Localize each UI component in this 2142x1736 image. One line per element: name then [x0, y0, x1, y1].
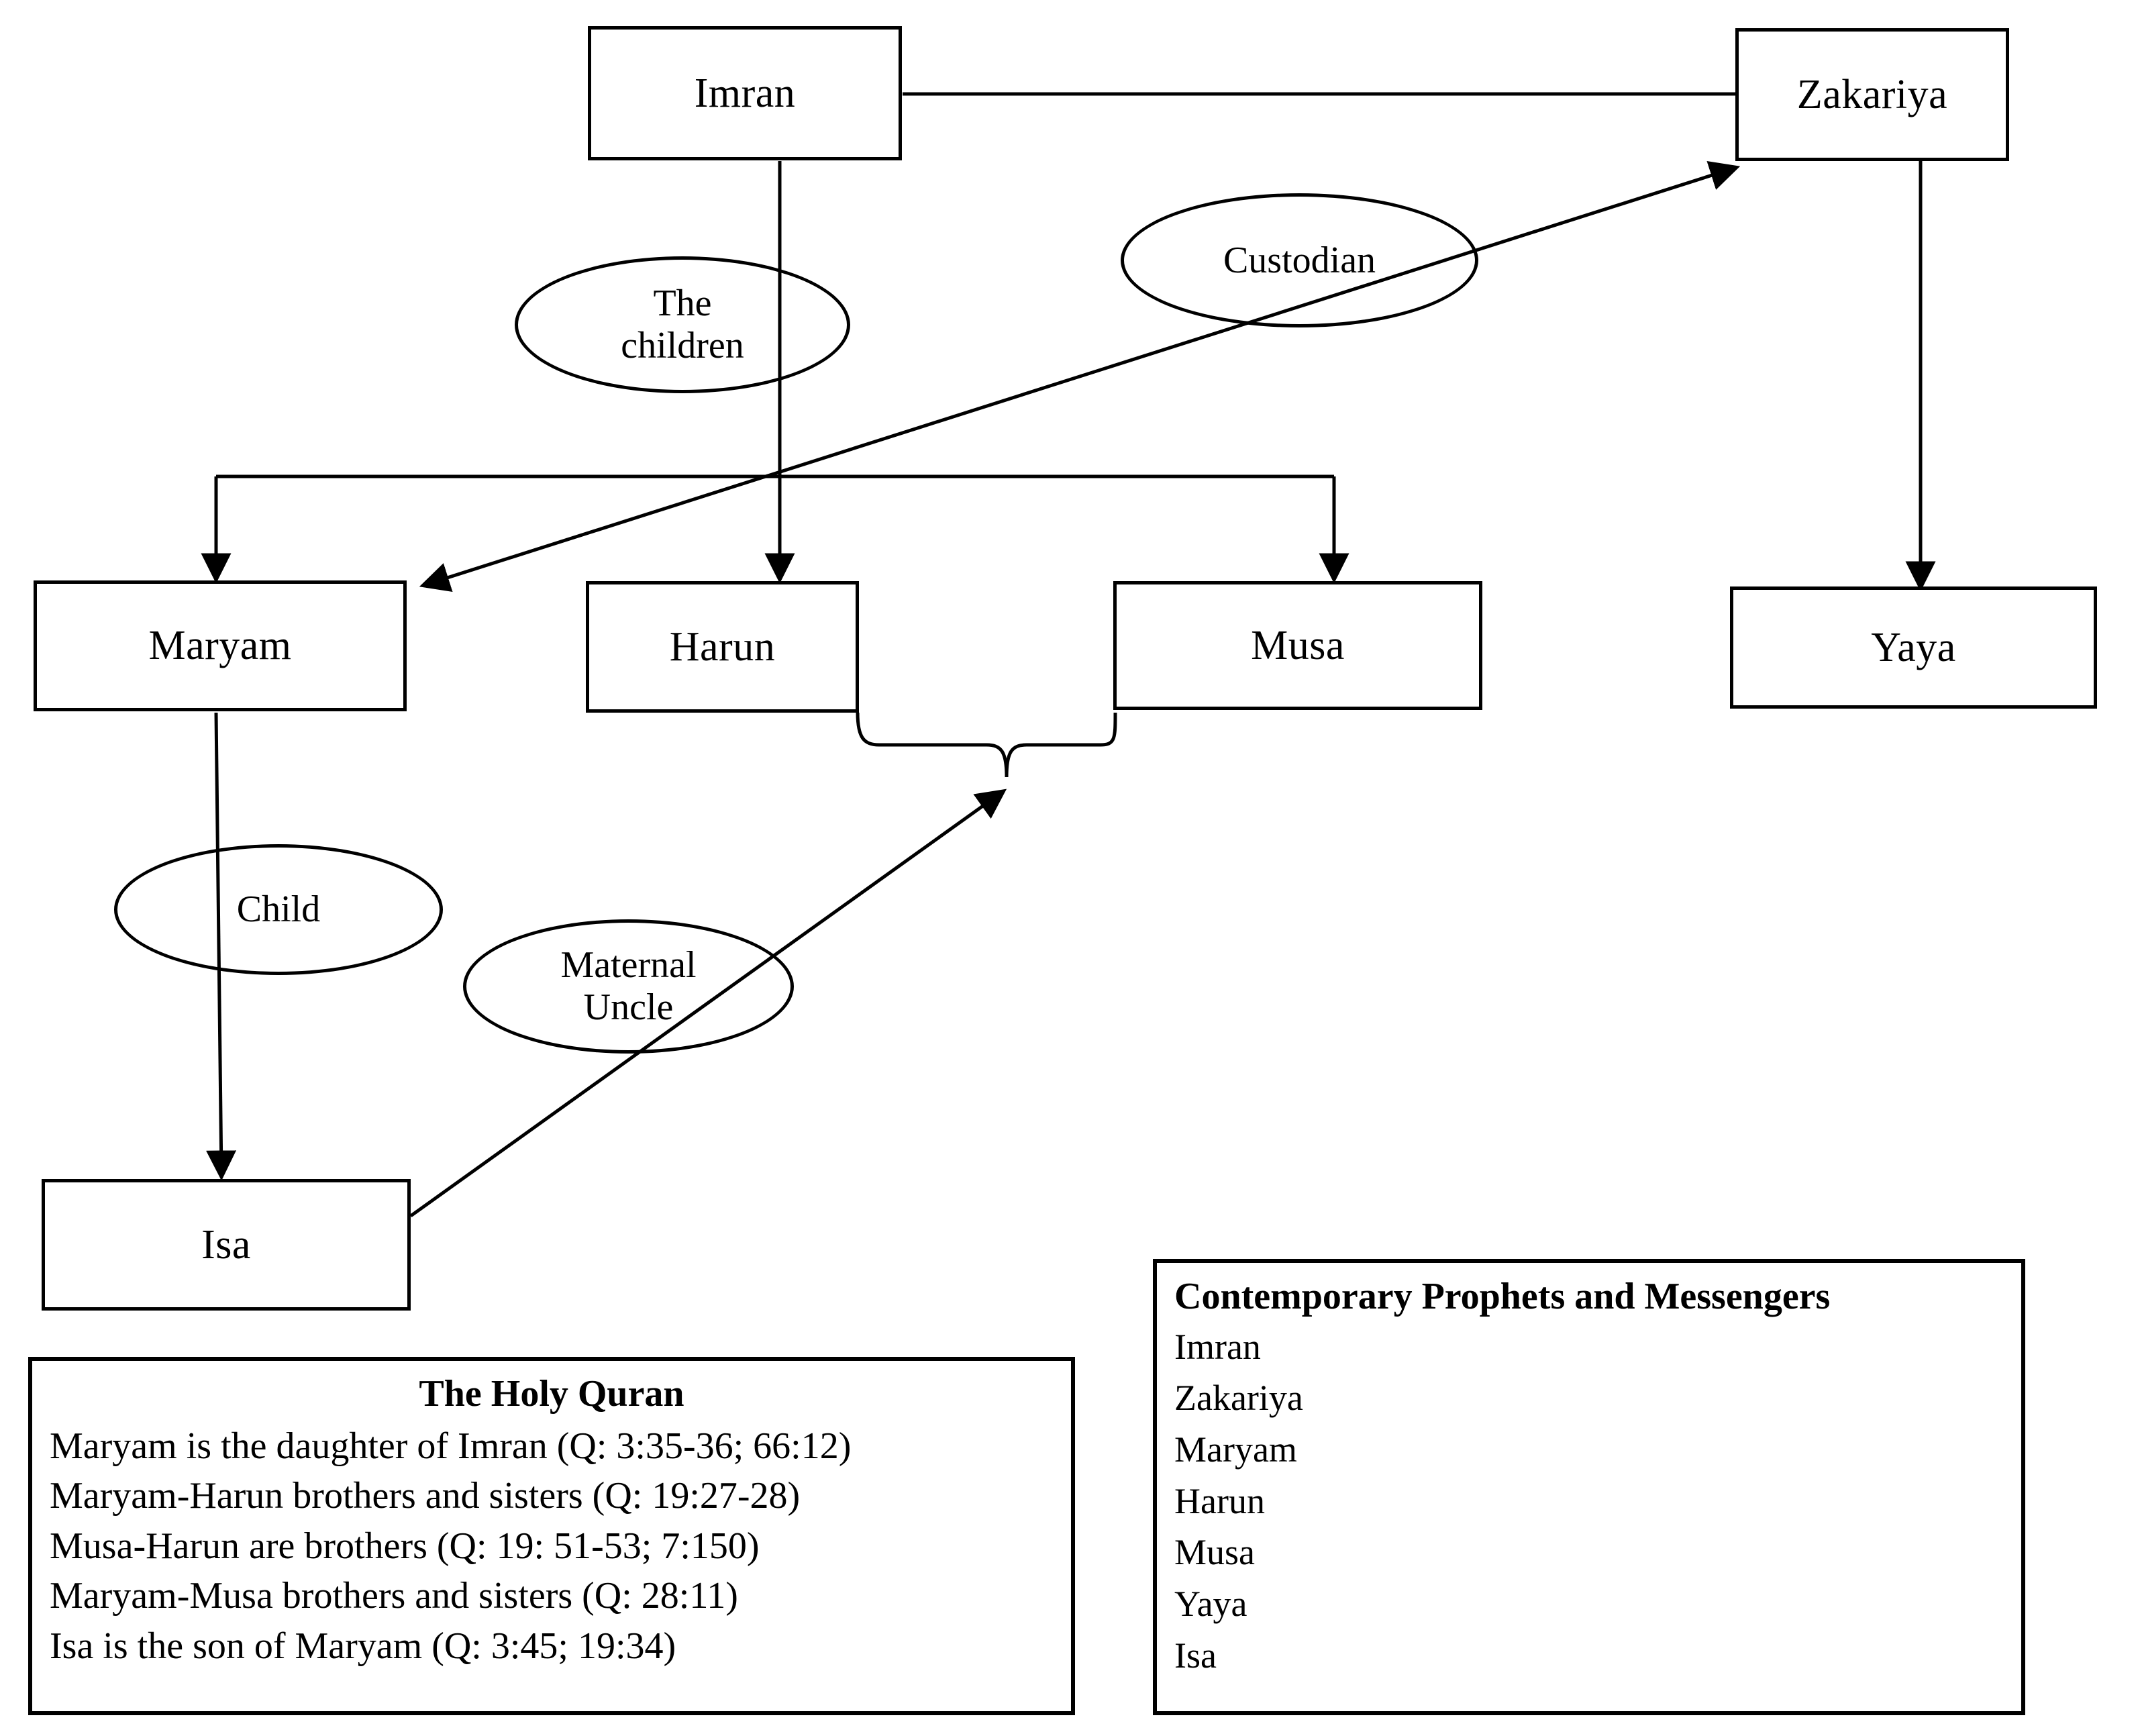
node-imran-label: Imran: [694, 70, 796, 116]
node-imran[interactable]: Imran: [588, 26, 902, 160]
relation-oval-maternal-uncle: Maternal Uncle: [463, 919, 794, 1054]
relation-oval-child: Child: [114, 844, 443, 975]
node-isa[interactable]: Isa: [42, 1179, 411, 1311]
node-isa-label: Isa: [201, 1221, 251, 1268]
quran-panel-line: Maryam-Musa brothers and sisters (Q: 28:…: [50, 1575, 738, 1617]
node-maryam[interactable]: Maryam: [34, 580, 407, 711]
node-musa-label: Musa: [1251, 622, 1345, 668]
prophets-panel: Contemporary Prophets and Messengers Imr…: [1153, 1259, 2025, 1715]
quran-panel-line: Maryam is the daughter of Imran (Q: 3:35…: [50, 1425, 852, 1467]
prophets-panel-title: Contemporary Prophets and Messengers: [1174, 1276, 1831, 1317]
quran-panel-title: The Holy Quran: [419, 1373, 684, 1415]
node-harun[interactable]: Harun: [586, 581, 859, 713]
node-yaya-label: Yaya: [1871, 624, 1956, 670]
node-harun-label: Harun: [669, 623, 776, 670]
relation-custodian-line1: Custodian: [1223, 239, 1376, 281]
prophets-panel-item: Imran: [1174, 1326, 1261, 1367]
quran-panel-line: Isa is the son of Maryam (Q: 3:45; 19:34…: [50, 1625, 676, 1667]
quran-panel: The Holy Quran Maryam is the daughter of…: [28, 1357, 1075, 1715]
quran-panel-line: Maryam-Harun brothers and sisters (Q: 19…: [50, 1475, 801, 1517]
node-zakariya[interactable]: Zakariya: [1735, 28, 2009, 161]
node-maryam-label: Maryam: [148, 623, 292, 669]
relation-the-children-line1: The: [653, 283, 712, 325]
relation-oval-the-children: The children: [515, 256, 850, 393]
prophets-panel-item: Zakariya: [1174, 1378, 1303, 1419]
node-musa[interactable]: Musa: [1113, 581, 1482, 710]
prophets-panel-item: Musa: [1174, 1532, 1255, 1573]
relation-child-line1: Child: [236, 888, 321, 931]
prophets-panel-item: Yaya: [1174, 1584, 1247, 1625]
relation-maternal-uncle-line2: Uncle: [583, 986, 674, 1028]
quran-panel-line: Musa-Harun are brothers (Q: 19: 51-53; 7…: [50, 1525, 760, 1567]
prophets-panel-item: Isa: [1174, 1635, 1217, 1676]
node-yaya[interactable]: Yaya: [1730, 586, 2097, 709]
relation-oval-custodian: Custodian: [1121, 193, 1478, 327]
prophets-panel-item: Harun: [1174, 1480, 1265, 1521]
prophets-panel-item: Maryam: [1174, 1429, 1297, 1470]
brace-harun-musa: [856, 712, 1117, 778]
node-zakariya-label: Zakariya: [1796, 71, 1948, 117]
relation-the-children-line2: children: [621, 325, 744, 366]
relation-maternal-uncle-line1: Maternal: [560, 944, 697, 986]
